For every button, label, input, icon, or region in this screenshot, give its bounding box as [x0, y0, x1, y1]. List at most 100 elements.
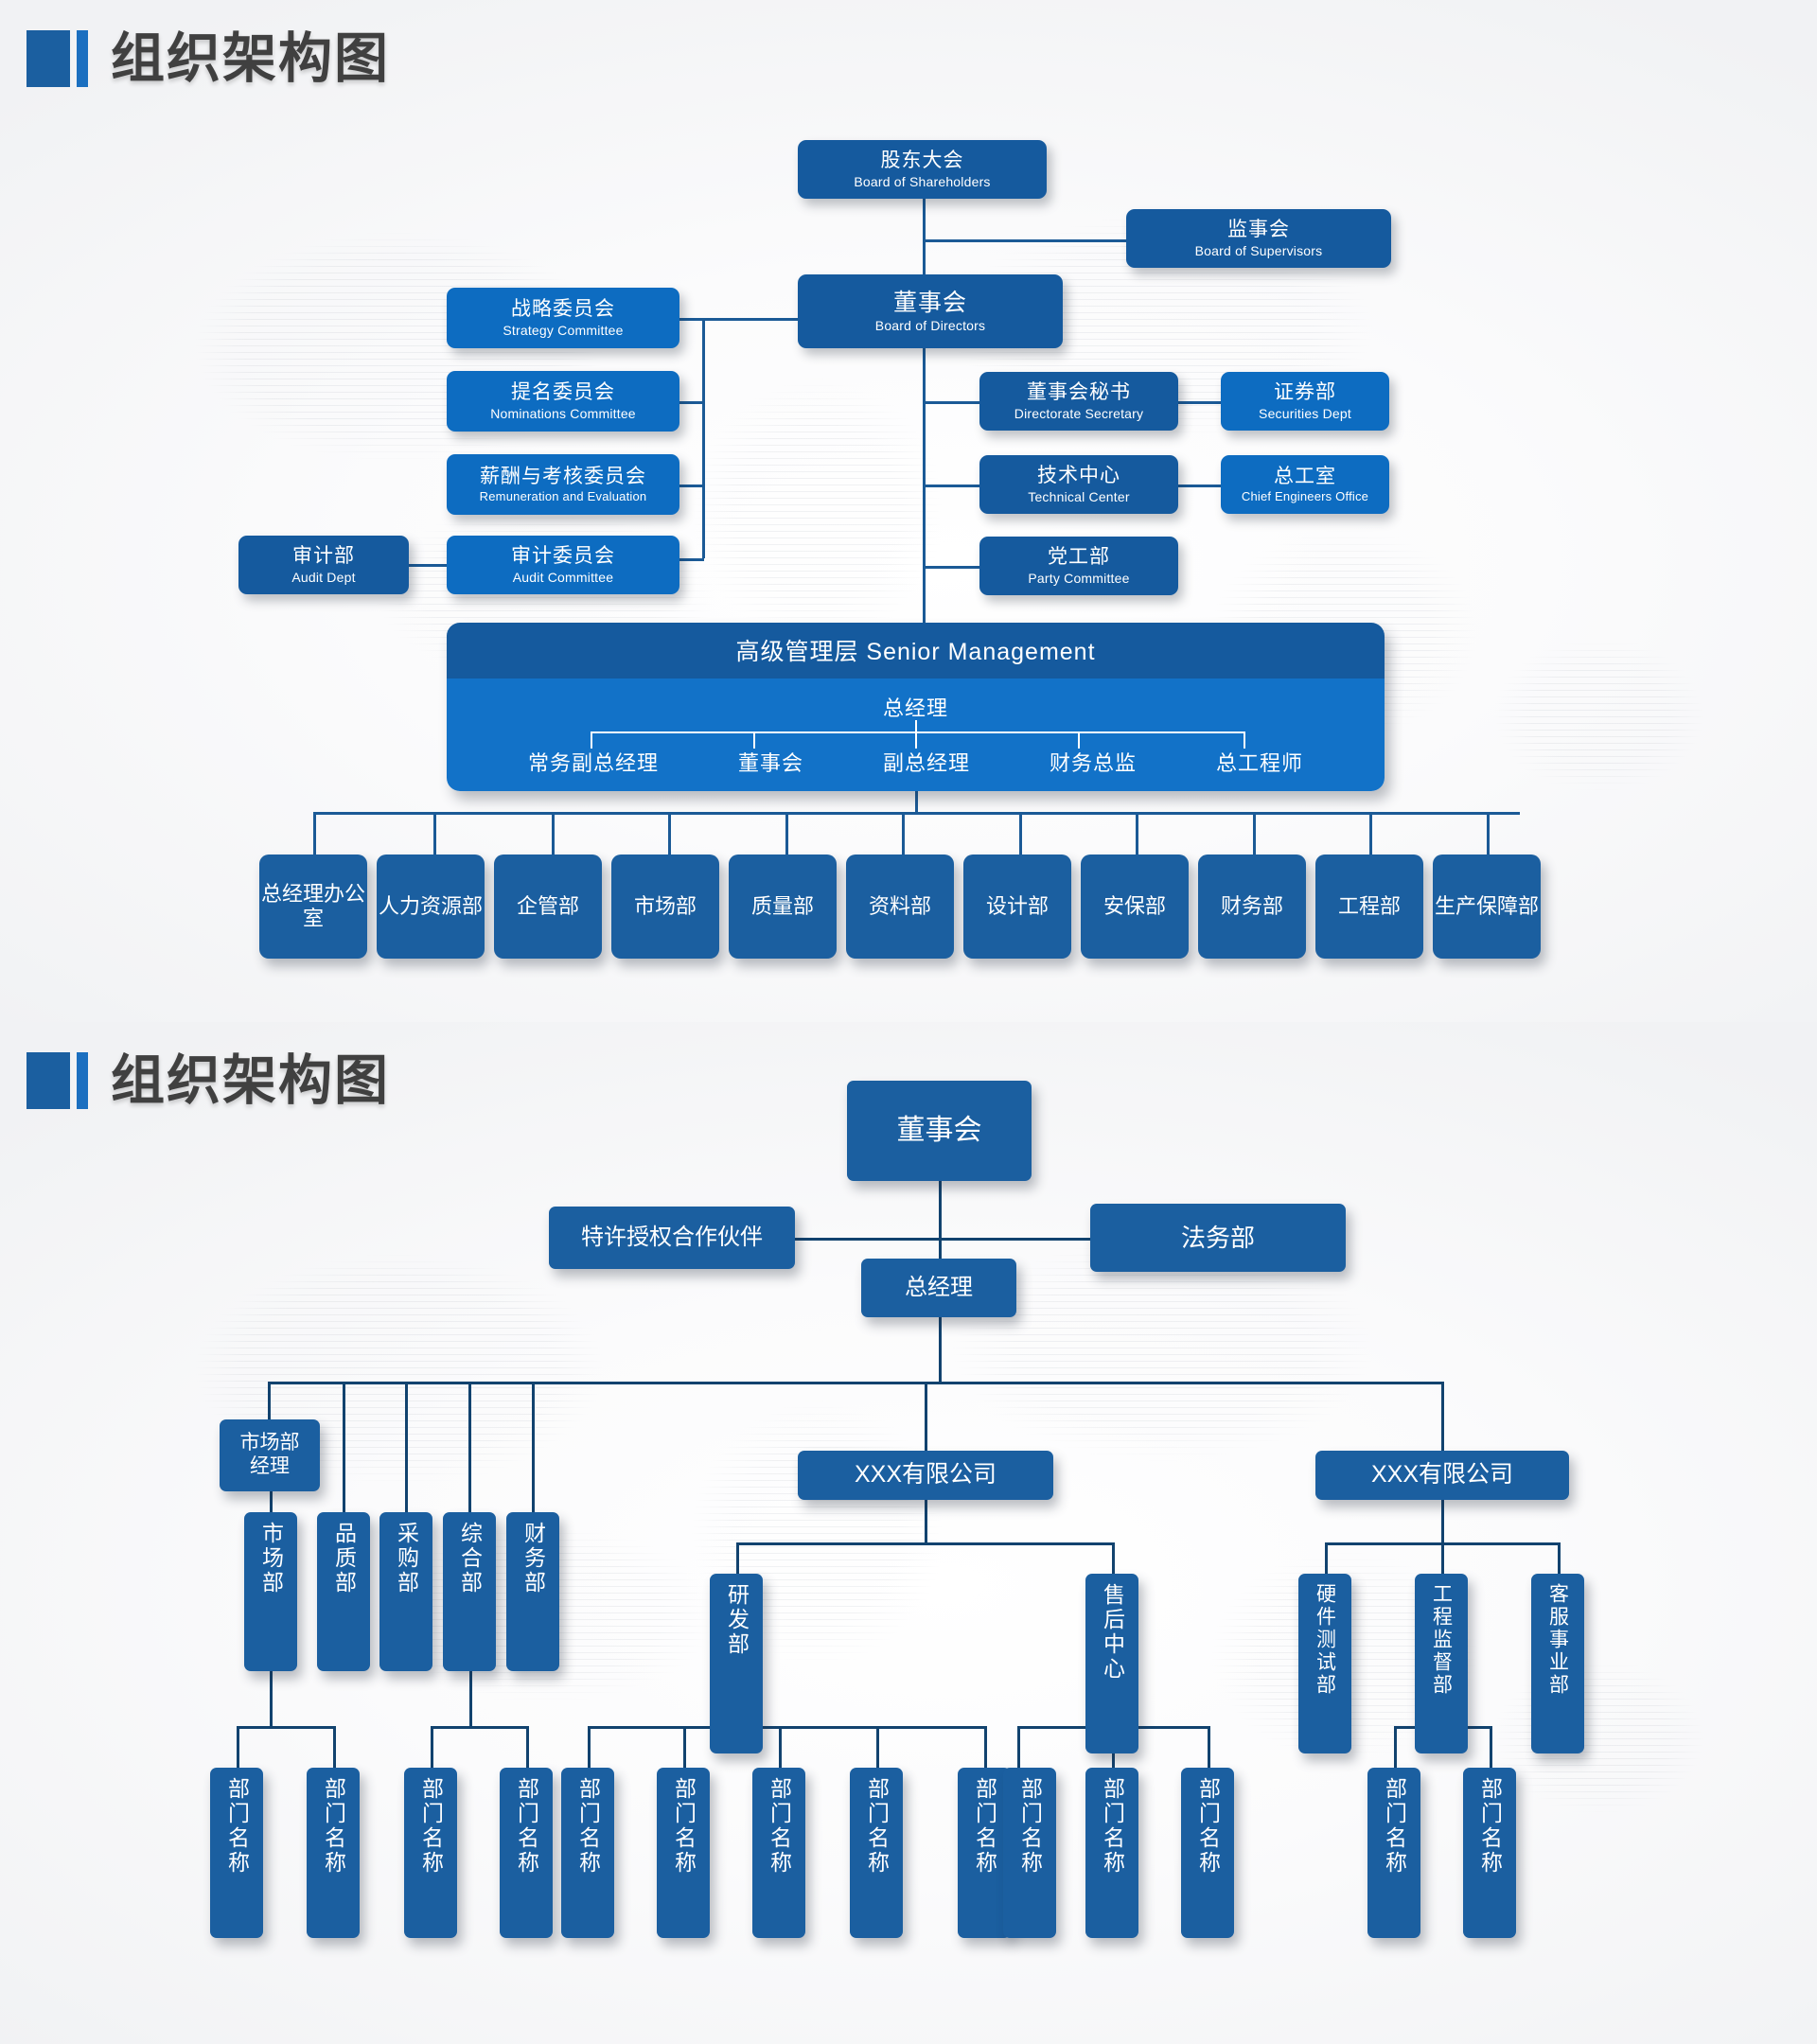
node-chief-engineers-office[interactable]: 总工室 Chief Engineers Office: [1221, 455, 1389, 514]
vbox-engineering-supervision-dept[interactable]: 工程监督部: [1415, 1574, 1468, 1753]
vbox-customer-service-div[interactable]: 客服事业部: [1531, 1574, 1584, 1753]
leaf-box-8[interactable]: 部门名称: [850, 1768, 903, 1938]
node-party-committee[interactable]: 党工部 Party Committee: [979, 537, 1178, 595]
vbox-market-dept[interactable]: 市场部: [244, 1512, 297, 1671]
chip-dept-2[interactable]: 人力资源部: [377, 855, 485, 959]
node-company-mid[interactable]: XXX有限公司: [798, 1451, 1053, 1500]
vbox-integrated-dept[interactable]: 综合部: [443, 1512, 496, 1671]
connector-dept-5: [785, 812, 788, 857]
title-bar-icon: [77, 1052, 88, 1109]
market-manager-line2: 经理: [250, 1455, 290, 1477]
leaf-box-4[interactable]: 部门名称: [500, 1768, 553, 1938]
node-market-manager[interactable]: 市场部 经理: [220, 1419, 320, 1491]
chip-dept-4[interactable]: 市场部: [611, 855, 719, 959]
leaf-box-12[interactable]: 部门名称: [1181, 1768, 1234, 1938]
s2-drop-companyright: [1441, 1500, 1444, 1542]
leaf-box-7[interactable]: 部门名称: [752, 1768, 805, 1938]
sm-member[interactable]: 副总经理: [882, 751, 970, 775]
leaf-box-5[interactable]: 部门名称: [561, 1768, 614, 1938]
vbox-label: 研发部: [724, 1583, 750, 1657]
connector-dept-1: [313, 812, 316, 857]
chip-dept-11[interactable]: 生产保障部: [1433, 855, 1541, 959]
leaf-box-1[interactable]: 部门名称: [210, 1768, 263, 1938]
node-remuneration-committee[interactable]: 薪酬与考核委员会 Remuneration and Evaluation: [447, 454, 679, 515]
s2-drop-custserv: [1558, 1542, 1561, 1585]
node-board-of-supervisors[interactable]: 监事会 Board of Supervisors: [1126, 209, 1391, 268]
s2-drop-proc-leaf: [469, 1671, 472, 1726]
connector-dept-6: [902, 812, 905, 857]
title-bar-icon: [77, 30, 88, 87]
node-label-cn: 董事会秘书: [1027, 380, 1131, 403]
vbox-rnd-dept[interactable]: 研发部: [710, 1574, 763, 1753]
leaf-label: 部门名称: [864, 1777, 890, 1876]
s2-leaf-drop-12: [1208, 1726, 1210, 1768]
leaf-box-6[interactable]: 部门名称: [657, 1768, 710, 1938]
node-directorate-secretary[interactable]: 董事会秘书 Directorate Secretary: [979, 372, 1178, 431]
node-board-of-shareholders[interactable]: 股东大会 Board of Shareholders: [798, 140, 1047, 199]
chip-dept-1[interactable]: 总经理办公室: [259, 855, 367, 959]
s2-bus-leaf-market: [237, 1726, 336, 1729]
leaf-box-9[interactable]: 部门名称: [958, 1768, 1011, 1938]
node-technical-center[interactable]: 技术中心 Technical Center: [979, 455, 1178, 514]
s2-connector-gm-drop: [939, 1317, 942, 1382]
chip-dept-3[interactable]: 企管部: [494, 855, 602, 959]
chip-dept-8[interactable]: 安保部: [1081, 855, 1189, 959]
node-label-en: Chief Engineers Office: [1241, 489, 1369, 504]
node-label-en: Strategy Committee: [503, 322, 624, 338]
node-strategy-committee[interactable]: 战略委员会 Strategy Committee: [447, 288, 679, 348]
s2-leaf-drop-9: [984, 1726, 987, 1768]
node-label-cn: 技术中心: [1037, 464, 1120, 486]
node-franchise-partner[interactable]: 特许授权合作伙伴: [549, 1207, 795, 1269]
leaf-box-14[interactable]: 部门名称: [1463, 1768, 1516, 1938]
chip-dept-5[interactable]: 质量部: [729, 855, 837, 959]
s2-leaf-drop-7: [779, 1726, 782, 1768]
leaf-box-2[interactable]: 部门名称: [307, 1768, 360, 1938]
sm-member[interactable]: 董事会: [737, 751, 803, 775]
leaf-label: 部门名称: [321, 1777, 346, 1876]
vbox-aftersales-center[interactable]: 售后中心: [1085, 1574, 1138, 1753]
s2-drop-mkt-leaf: [270, 1671, 273, 1726]
node-board-of-directors[interactable]: 董事会: [847, 1081, 1032, 1181]
node-securities-dept[interactable]: 证券部 Securities Dept: [1221, 372, 1389, 431]
s2-bus-leaf-rnd: [588, 1726, 985, 1729]
connector-dept-4: [668, 812, 671, 857]
connector-dept-8: [1136, 812, 1138, 857]
node-label-cn: 党工部: [1048, 545, 1110, 568]
node-audit-dept[interactable]: 审计部 Audit Dept: [238, 536, 409, 594]
connector-nominations-stub: [679, 401, 704, 404]
node-board-of-directors[interactable]: 董事会 Board of Directors: [798, 274, 1063, 348]
chip-dept-10[interactable]: 工程部: [1315, 855, 1423, 959]
node-audit-committee[interactable]: 审计委员会 Audit Committee: [447, 536, 679, 594]
vbox-label: 综合部: [457, 1522, 483, 1595]
vbox-label: 财务部: [520, 1522, 546, 1595]
vbox-purchasing-dept[interactable]: 采购部: [379, 1512, 432, 1671]
s2-drop-company-mid: [925, 1382, 927, 1451]
sm-member[interactable]: 总工程师: [1215, 751, 1303, 775]
vbox-hardware-test-dept[interactable]: 硬件测试部: [1298, 1574, 1351, 1753]
leaf-box-13[interactable]: 部门名称: [1367, 1768, 1420, 1938]
leaf-box-10[interactable]: 部门名称: [1003, 1768, 1056, 1938]
leaf-box-3[interactable]: 部门名称: [404, 1768, 457, 1938]
leaf-box-11[interactable]: 部门名称: [1085, 1768, 1138, 1938]
s2-leaf-drop-14: [1490, 1726, 1492, 1768]
vbox-finance-dept[interactable]: 财务部: [506, 1512, 559, 1671]
connector-auditdept-auditcommittee: [409, 564, 447, 567]
chip-dept-7[interactable]: 设计部: [963, 855, 1071, 959]
node-label-cn: 证券部: [1274, 380, 1336, 403]
node-label-cn: 股东大会: [880, 149, 964, 171]
vbox-quality-dept[interactable]: 品质部: [317, 1512, 370, 1671]
sm-member[interactable]: 财务总监: [1049, 751, 1137, 775]
s2-drop-finance: [532, 1382, 535, 1621]
senior-management-members: 常务副总经理 董事会 副总经理 财务总监 总工程师: [447, 747, 1385, 791]
connector-dept-2: [433, 812, 436, 857]
node-legal-dept[interactable]: 法务部: [1090, 1204, 1346, 1272]
node-label-en: Party Committee: [1028, 570, 1130, 586]
chip-dept-6[interactable]: 资料部: [846, 855, 954, 959]
node-general-manager[interactable]: 总经理: [861, 1259, 1016, 1317]
senior-management-header: 高级管理层 Senior Management: [447, 623, 1385, 678]
node-nominations-committee[interactable]: 提名委员会 Nominations Committee: [447, 371, 679, 432]
sm-member[interactable]: 常务副总经理: [527, 751, 659, 775]
chip-dept-9[interactable]: 财务部: [1198, 855, 1306, 959]
node-company-right[interactable]: XXX有限公司: [1315, 1451, 1569, 1500]
vbox-label: 工程监督部: [1430, 1583, 1453, 1697]
